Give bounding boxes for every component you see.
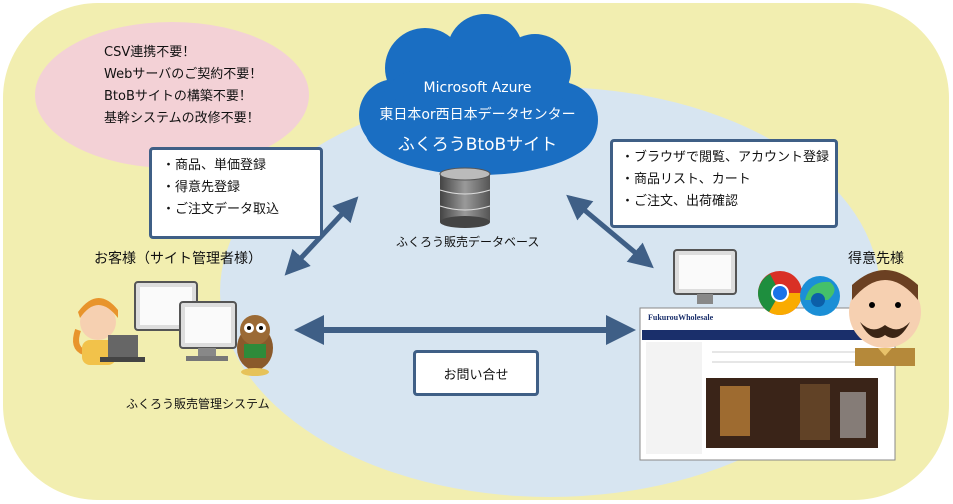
- client-tasks-list: ・ブラウザで閲覧、アカウント登録 ・商品リスト、カート ・ご注文、出荷確認: [621, 147, 830, 213]
- website-logo: FukurouWholesale: [648, 313, 714, 322]
- database-icon: [439, 167, 491, 228]
- customer-person-icon: [73, 297, 145, 365]
- customer-tasks-box: ・商品、単価登録 ・得意先登録 ・ご注文データ取込: [149, 147, 323, 239]
- pink-note-ellipse: [35, 22, 309, 168]
- pink-note-line: BtoBサイトの構築不要！: [104, 89, 252, 105]
- client-tasks-box: ・ブラウザで閲覧、アカウント登録 ・商品リスト、カート ・ご注文、出荷確認: [610, 139, 838, 228]
- pink-note-line: Webサーバのご契約不要！: [104, 67, 263, 83]
- customer-task-item: ・得意先登録: [162, 180, 241, 196]
- client-task-item: ・商品リスト、カート: [621, 172, 751, 188]
- client-task-item: ・ブラウザで閲覧、アカウント登録: [621, 150, 830, 165]
- cloud-label-1: Microsoft Azure: [423, 80, 532, 96]
- client-task-item: ・ご注文、出荷確認: [621, 194, 739, 210]
- database-label: ふくろう販売データベース: [396, 235, 540, 249]
- arrow-db-client: [566, 194, 654, 269]
- inquiry-label: お問い合せ: [443, 367, 509, 383]
- cloud-label-2: 東日本or西日本データセンター: [379, 107, 576, 123]
- pink-note-line: 基幹システムの改修不要！: [104, 111, 260, 127]
- cloud-label-3: ふくろうBtoBサイト: [397, 135, 558, 155]
- edge-icon: [800, 276, 840, 316]
- customer-task-item: ・商品、単価登録: [162, 158, 267, 173]
- pink-note-line: CSV連携不要！: [104, 45, 196, 60]
- system-label: ふくろう販売管理システム: [126, 397, 270, 411]
- website-screenshot: [639, 307, 896, 461]
- customer-task-item: ・ご注文データ取込: [162, 202, 280, 218]
- azure-cloud: [359, 14, 598, 175]
- customer-tasks-list: ・商品、単価登録 ・得意先登録 ・ご注文データ取込: [162, 155, 310, 221]
- chrome-icon: [758, 271, 802, 315]
- client-person-icon: [849, 270, 921, 366]
- customer-monitors-icon: [134, 281, 237, 361]
- customer-title: お客様（サイト管理者様）: [94, 251, 262, 267]
- client-title: 得意先様: [848, 251, 904, 267]
- pink-note: CSV連携不要！ Webサーバのご契約不要！ BtoBサイトの構築不要！ 基幹シ…: [104, 42, 262, 130]
- inquiry-box: お問い合せ: [413, 350, 539, 396]
- owl-mascot-icon: [237, 315, 273, 376]
- client-monitor-icon: [673, 249, 737, 304]
